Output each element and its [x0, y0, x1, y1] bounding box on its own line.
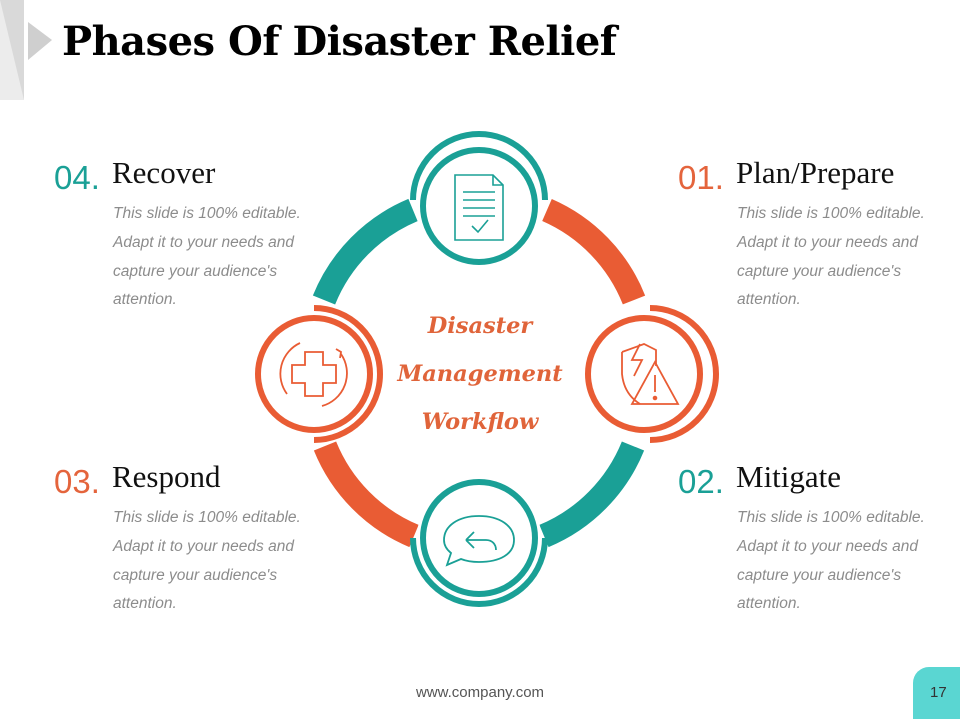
- center-workflow-label: Disaster Management Workflow: [380, 302, 580, 446]
- center-line-2: Management: [397, 361, 563, 387]
- node-plan: [582, 305, 719, 443]
- footer-website: www.company.com: [415, 684, 545, 701]
- node-recover: [410, 131, 548, 268]
- page-number-badge: [913, 667, 960, 719]
- ring-segment-recover: [312, 198, 418, 305]
- medical-cross-icon: [279, 342, 348, 407]
- phase-name: Respond: [112, 459, 221, 494]
- phase-number: 04.: [54, 159, 100, 196]
- phase-description: This slide is 100% editable. Adapt it to…: [737, 205, 925, 309]
- chat-reply-icon: [443, 515, 515, 567]
- ring-segment-respond: [313, 441, 419, 548]
- corner-arrow-decoration: [0, 0, 52, 100]
- node-mitigate: [410, 476, 548, 607]
- warning-shield-icon: [621, 343, 680, 405]
- phase-number: 02.: [678, 463, 724, 500]
- center-line-3: Workflow: [421, 409, 539, 435]
- phase-description: This slide is 100% editable. Adapt it to…: [113, 205, 301, 309]
- ring-segment-plan: [541, 199, 646, 305]
- center-line-1: Disaster: [427, 313, 533, 339]
- phase-number: 03.: [54, 463, 100, 500]
- phase-description: This slide is 100% editable. Adapt it to…: [113, 509, 301, 613]
- phase-number: 01.: [678, 159, 724, 196]
- phase-name: Plan/Prepare: [736, 155, 895, 190]
- slide-title: Phases Of Disaster Relief: [62, 18, 617, 65]
- phase-description: This slide is 100% editable. Adapt it to…: [737, 509, 925, 613]
- page-number: 17: [930, 684, 947, 701]
- ring-segment-mitigate: [539, 441, 645, 548]
- phase-name: Mitigate: [736, 459, 842, 494]
- node-respond: [252, 305, 383, 443]
- document-check-icon: [454, 174, 504, 241]
- phase-name: Recover: [112, 155, 216, 190]
